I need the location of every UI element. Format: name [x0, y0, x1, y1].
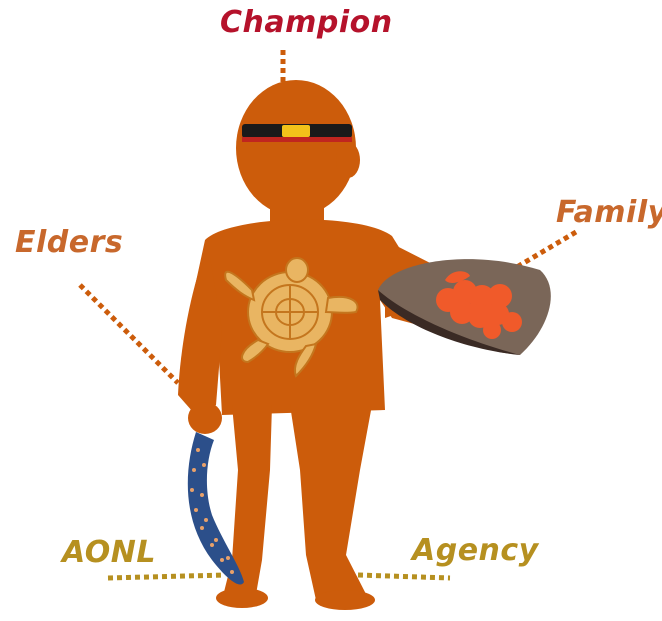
label-family: Family — [556, 198, 662, 228]
headband — [242, 124, 352, 142]
label-champion: Champion — [220, 8, 393, 38]
connector-agency — [358, 575, 450, 578]
label-agency: Agency — [412, 536, 539, 566]
label-aonl: AONL — [62, 538, 156, 568]
label-elders: Elders — [15, 228, 123, 258]
fruit-plate-icon — [378, 259, 551, 355]
connector-aonl — [108, 575, 225, 578]
connector-elders — [80, 285, 178, 383]
